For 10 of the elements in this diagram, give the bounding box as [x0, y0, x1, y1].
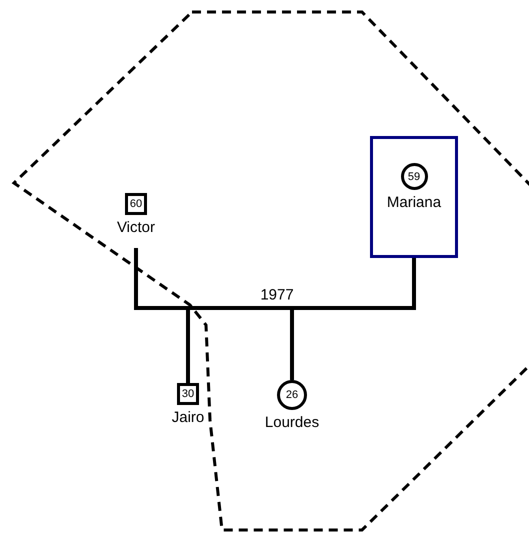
- female-symbol: 26: [277, 380, 307, 410]
- person-name: Victor: [116, 219, 156, 236]
- relationship-line: [290, 258, 416, 380]
- male-symbol: 60: [125, 193, 147, 215]
- male-symbol: 30: [177, 383, 199, 405]
- person-name: Lourdes: [264, 414, 320, 431]
- highlight-frame: [370, 136, 458, 258]
- female-symbol: 59: [400, 163, 428, 190]
- person-name: Mariana: [386, 194, 442, 211]
- person-name: Jairo: [172, 409, 204, 426]
